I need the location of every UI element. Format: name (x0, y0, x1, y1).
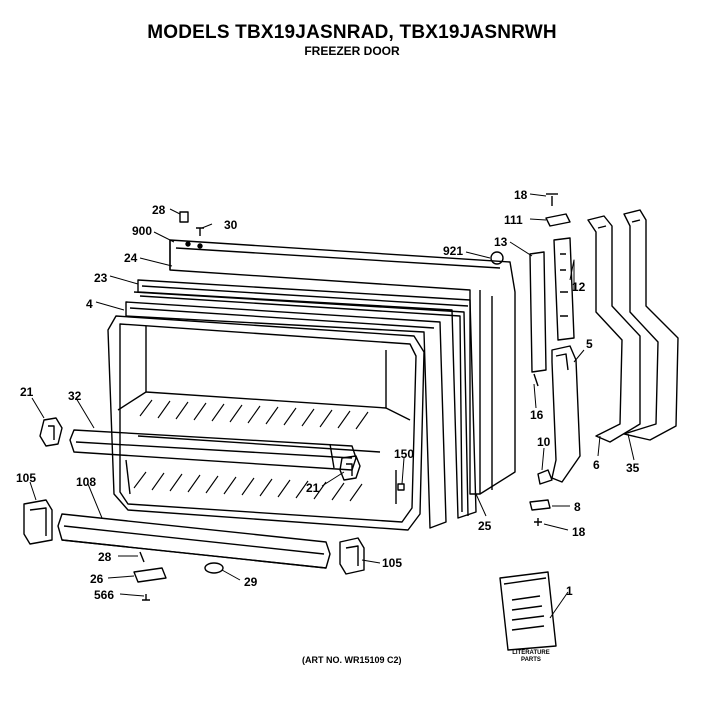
callout-label: 150 (394, 447, 414, 461)
art-number: (ART NO. WR15109 C2) (302, 655, 402, 665)
callout-label: 108 (76, 475, 96, 489)
end-cap-left (23, 499, 53, 545)
callout-label: 13 (494, 235, 508, 249)
shelf-ribs (133, 399, 369, 502)
hinge-cover-strips (529, 237, 575, 373)
inner-door-liner (107, 315, 425, 531)
door-handle-rails (587, 209, 679, 443)
callout-label: 921 (443, 244, 463, 258)
callout-label: 18 (514, 188, 528, 202)
bottom-trim (57, 513, 331, 569)
callout-label: 111 (504, 213, 523, 227)
literature-caption-line2: PARTS (521, 657, 541, 663)
callout-label: 4 (86, 297, 93, 311)
callout-label: 12 (572, 280, 586, 294)
callout-label: 105 (16, 471, 36, 485)
callout-label: 5 (586, 337, 593, 351)
callout-label: 32 (68, 389, 82, 403)
callout-label: 8 (574, 500, 581, 514)
callout-label: 30 (224, 218, 238, 232)
literature-caption-line1: LITERATURE (512, 650, 550, 656)
literature-packet (499, 571, 557, 651)
end-cap-right (339, 537, 365, 575)
callout-label: 35 (626, 461, 640, 475)
literature-caption: LITERATURE PARTS (501, 650, 561, 664)
callout-label: 18 (572, 525, 586, 539)
callout-label: 16 (530, 408, 544, 422)
callout-label: 28 (152, 203, 166, 217)
hinge-bracket (551, 345, 581, 483)
callout-label: 566 (94, 588, 114, 602)
outer-door-panel (169, 239, 516, 495)
callout-label: 23 (94, 271, 108, 285)
callout-label: 10 (537, 435, 551, 449)
callout-label: 1 (566, 584, 573, 598)
callout-label: 21 (306, 481, 320, 495)
leader-lines (29, 193, 635, 619)
callout-label: 25 (478, 519, 492, 533)
shelf-clip-left (39, 417, 63, 447)
door-gasket (133, 279, 477, 519)
callout-label: 28 (98, 550, 112, 564)
shelf-clip-mid (339, 455, 361, 481)
callout-label: 105 (382, 556, 402, 570)
diagram-subtitle: FREEZER DOOR (304, 44, 400, 58)
small-hardware (133, 193, 571, 601)
callout-label: 24 (124, 251, 138, 265)
callout-label: 21 (20, 385, 34, 399)
diagram-title: MODELS TBX19JASNRAD, TBX19JASNRWH (147, 22, 557, 43)
callout-label: 900 (132, 224, 152, 238)
callout-labels: 18 111 28 30 900 921 13 24 12 23 4 5 21 … (16, 188, 640, 602)
callout-label: 29 (244, 575, 258, 589)
callout-label: 6 (593, 458, 600, 472)
callout-label: 26 (90, 572, 104, 586)
